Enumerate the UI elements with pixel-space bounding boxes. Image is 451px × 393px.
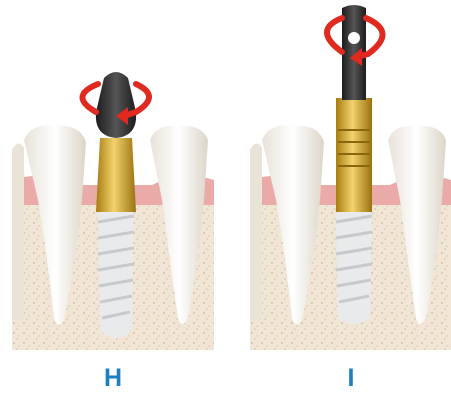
panel-label-i: I [331,364,371,392]
gold-abutment-h [96,138,136,212]
shaft-hole-i [348,32,360,44]
implant-h [98,210,134,338]
implant-i [336,210,372,324]
panel-label-h: H [93,364,133,392]
panel-i-illustration [250,0,451,352]
driver-cap-h [96,72,136,138]
panel-h-illustration [12,0,214,352]
